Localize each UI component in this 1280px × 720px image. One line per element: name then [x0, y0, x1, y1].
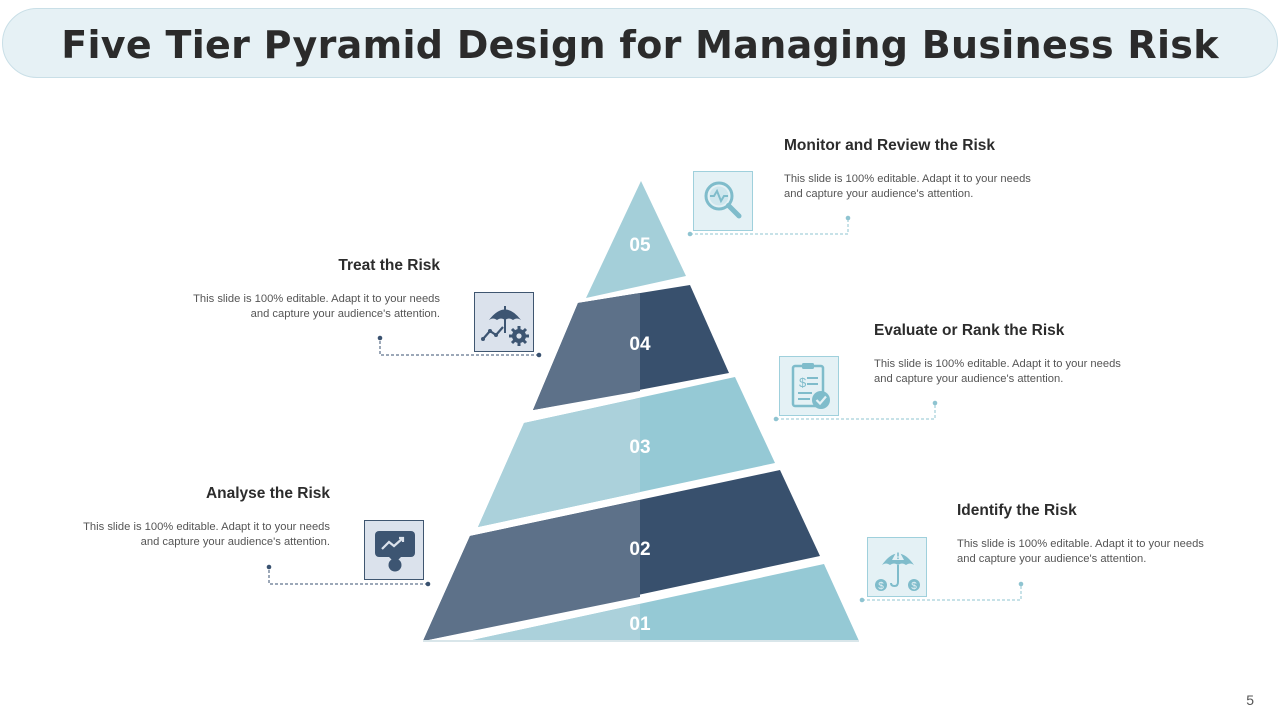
tier-05-heading: Monitor and Review the Risk: [784, 137, 996, 154]
clipboard-check-icon: $: [779, 356, 839, 416]
title-bar: [2, 8, 1278, 78]
tier-02-description: This slide is 100% editable. Adapt it to…: [83, 521, 330, 548]
tier-02-text: Analyse the Risk This slide is 100% edit…: [70, 485, 330, 549]
connector-01: [862, 585, 1022, 601]
svg-text:$: $: [911, 581, 917, 592]
connector-02: [268, 568, 428, 585]
pyramid-tier-05: [586, 181, 686, 298]
page-title: Five Tier Pyramid Design for Managing Bu…: [61, 23, 1219, 67]
tier-04-description: This slide is 100% editable. Adapt it to…: [193, 293, 440, 320]
connector-05: [690, 219, 849, 235]
umbrella-gear-icon: [474, 292, 534, 352]
tier-number-01: 01: [629, 614, 651, 635]
tier-number-05: 05: [629, 235, 651, 256]
tier-number-02: 02: [629, 539, 650, 560]
tier-04-text: Treat the Risk This slide is 100% editab…: [180, 257, 440, 321]
connector-04: [379, 339, 539, 356]
umbrella-dollar-icon: $ $: [867, 537, 927, 597]
svg-text:$: $: [878, 581, 884, 592]
tier-number-04: 04: [629, 334, 651, 355]
tier-03-heading: Evaluate or Rank the Risk: [874, 322, 1065, 339]
tier-01-heading: Identify the Risk: [957, 502, 1077, 519]
tier-05-description: This slide is 100% editable. Adapt it to…: [784, 173, 1031, 200]
tier-03-description: This slide is 100% editable. Adapt it to…: [874, 358, 1121, 385]
tier-05-text: Monitor and Review the Risk This slide i…: [784, 137, 1044, 201]
tier-03-text: Evaluate or Rank the Risk This slide is …: [874, 322, 1134, 386]
page-number: 5: [1246, 692, 1254, 708]
pyramid-tier-01: [468, 564, 859, 641]
pyramid-tier-02: [423, 470, 820, 641]
tier-01-description: This slide is 100% editable. Adapt it to…: [957, 538, 1204, 565]
pyramid-tier-04: [533, 285, 729, 410]
tier-01-text: Identify the Risk This slide is 100% edi…: [957, 502, 1217, 566]
tier-number-03: 03: [629, 437, 650, 458]
tier-04-heading: Treat the Risk: [338, 257, 440, 274]
tier-02-heading: Analyse the Risk: [205, 485, 330, 502]
presentation-chart-icon: [364, 520, 424, 580]
connector-03: [776, 404, 936, 420]
svg-text:$: $: [799, 375, 807, 390]
magnifier-pulse-icon: [693, 171, 753, 231]
pyramid-tier-03: [478, 377, 775, 527]
